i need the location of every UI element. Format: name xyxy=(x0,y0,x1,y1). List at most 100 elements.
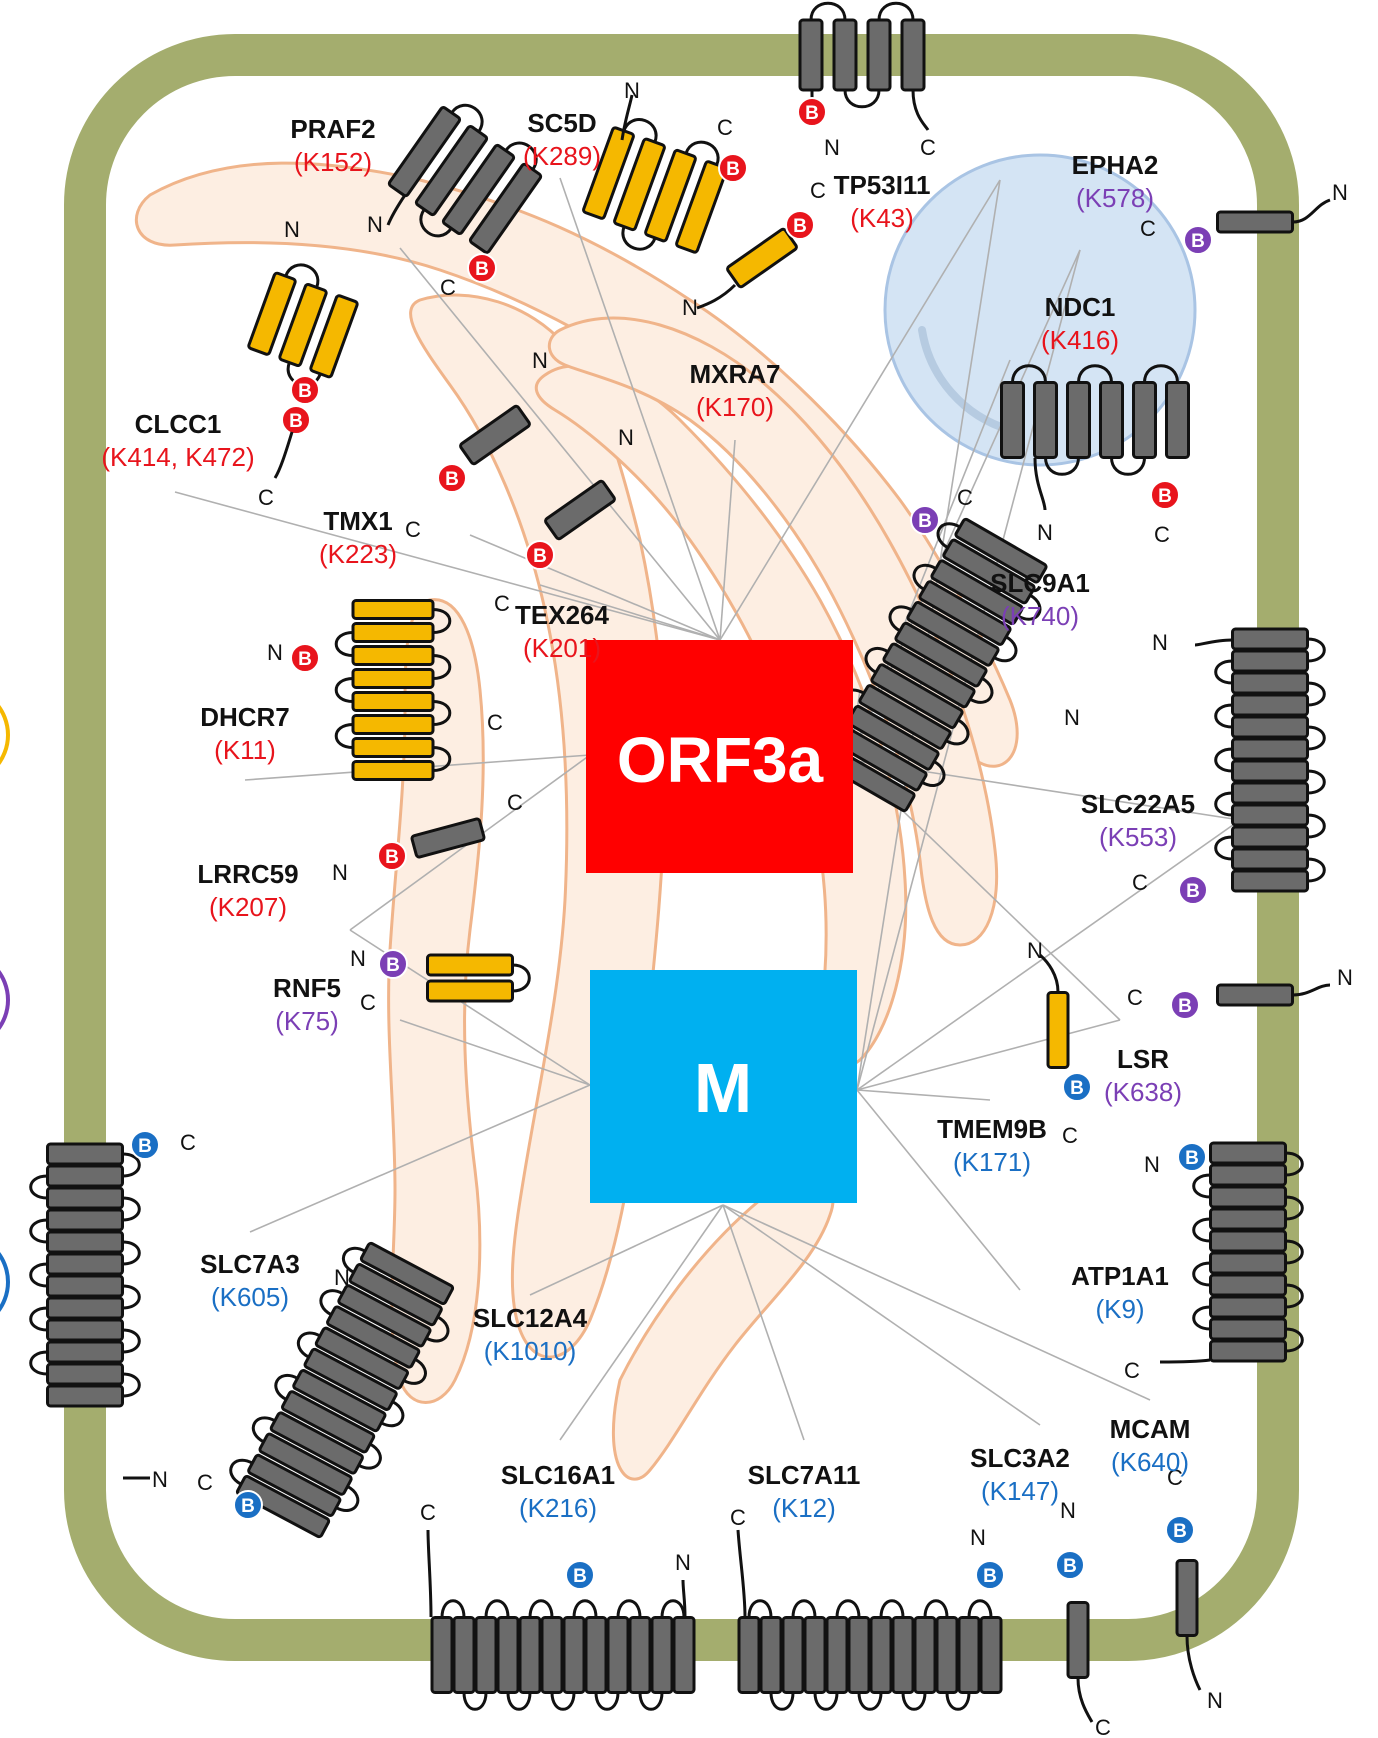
protein-name: PRAF2 xyxy=(290,114,375,144)
er-sheet xyxy=(611,1177,835,1481)
tm-helix xyxy=(351,714,435,735)
tm-helix xyxy=(870,663,964,729)
tm-helix xyxy=(247,1453,342,1517)
m-label: M xyxy=(694,1049,752,1127)
svg-text:B: B xyxy=(1063,1556,1077,1577)
connector-m-slc22a5 xyxy=(856,819,1241,1091)
tm-helix xyxy=(247,271,297,356)
terminus-label: N xyxy=(675,1550,691,1575)
terminus-label: N xyxy=(682,295,698,320)
biotin-tag: B xyxy=(785,210,815,240)
tm-helix xyxy=(348,1263,443,1327)
lysine-site: (K578) xyxy=(1076,183,1154,213)
tm-helix xyxy=(1231,627,1309,651)
tm-helix xyxy=(930,559,1024,626)
connector-orf3a-tex264 xyxy=(539,584,721,641)
protein-name: SLC7A3 xyxy=(200,1249,300,1279)
terminus-label: N xyxy=(1332,180,1348,205)
terminus-label: C xyxy=(258,485,274,510)
slc22a5-glyph: NBC xyxy=(1132,627,1326,905)
protein-name: SC5D xyxy=(527,108,596,138)
praf2-glyph: NBC xyxy=(367,103,543,300)
mcam-label: MCAM(K640) xyxy=(1110,1414,1191,1477)
tm-helix xyxy=(606,1616,630,1694)
sc5d-label: SC5D(K289) xyxy=(523,108,601,171)
tm-helix xyxy=(832,18,858,92)
terminus-label: N xyxy=(1152,630,1168,655)
terminus-label: C xyxy=(810,178,826,203)
tm-helix xyxy=(1231,693,1309,717)
slc12a4-glyph: NBC xyxy=(197,1241,455,1539)
terminus-label: C xyxy=(1132,870,1148,895)
terminus-label: C xyxy=(920,135,936,160)
biotin-tag: B xyxy=(1177,1142,1207,1172)
tm-helix xyxy=(1231,847,1309,871)
terminus-label: N xyxy=(1060,1498,1076,1523)
biotin-tag: B xyxy=(718,153,748,183)
lysine-site: (K216) xyxy=(519,1493,597,1523)
biotin-tag: B xyxy=(975,1560,1005,1590)
tm-helix xyxy=(942,538,1036,605)
orf3a-label: ORF3a xyxy=(617,724,824,796)
tm-helix xyxy=(292,1369,387,1433)
tm-helix xyxy=(562,1616,586,1694)
tm-helix xyxy=(46,1164,124,1188)
connector-m-slc16a1 xyxy=(559,1204,724,1441)
praf2-label: PRAF2(K152) xyxy=(290,114,375,177)
tm-helix xyxy=(46,1362,124,1386)
svg-text:B: B xyxy=(1070,1078,1084,1099)
terminus-label: C xyxy=(494,591,510,616)
tm-helix xyxy=(314,1326,409,1390)
terminus-label: C xyxy=(487,710,503,735)
ndc1-glyph: NBC xyxy=(1000,364,1190,547)
tm-helix xyxy=(1231,781,1309,805)
tm-helix xyxy=(441,143,516,236)
tm-helix xyxy=(644,148,697,243)
svg-text:B: B xyxy=(138,1136,152,1157)
slc7a11-label: SLC7A11(K12) xyxy=(748,1460,861,1523)
tm-helix xyxy=(1231,737,1309,761)
tm-helix xyxy=(1165,381,1190,459)
tm-helix xyxy=(894,621,988,688)
tm-helix xyxy=(46,1318,124,1342)
tm-helix xyxy=(1216,983,1294,1007)
tm-helix xyxy=(426,979,514,1003)
svg-text:B: B xyxy=(573,1566,587,1587)
clcc1-label: CLCC1(K414, K472) xyxy=(101,409,254,472)
slc9a1-glyph: BCN xyxy=(816,485,1080,813)
biotin-tag: B xyxy=(437,463,467,493)
protein-name: TMX1 xyxy=(323,506,392,536)
tm-helix xyxy=(351,599,435,620)
connector-m-lsr xyxy=(856,1019,1121,1091)
tm-helix xyxy=(1099,381,1124,459)
lysine-site: (K605) xyxy=(211,1282,289,1312)
terminus-label: N xyxy=(1037,520,1053,545)
tm-helix xyxy=(737,1616,761,1694)
lysine-site: (K740) xyxy=(1001,601,1079,631)
protein-name: SLC16A1 xyxy=(501,1460,615,1490)
protein-name: SLC9A1 xyxy=(990,568,1090,598)
tm-helix xyxy=(303,1347,398,1411)
connector-m-slc7a3 xyxy=(249,1084,591,1233)
tm-helix xyxy=(452,1616,476,1694)
protein-name: SLC22A5 xyxy=(1081,789,1195,819)
tm-helix xyxy=(906,601,1000,667)
terminus-label: C xyxy=(1095,1715,1111,1738)
tp53i11-er-glyph: BC N xyxy=(682,178,826,320)
tm-helix xyxy=(351,622,435,643)
tm-helix xyxy=(672,1616,696,1694)
tm-helix xyxy=(1231,803,1309,827)
protein-name: SLC12A4 xyxy=(473,1303,588,1333)
tm-helix xyxy=(46,1208,124,1232)
tm-helix xyxy=(979,1616,1003,1694)
rnf5-glyph: BNC xyxy=(350,946,531,1015)
tm-helix xyxy=(46,1252,124,1276)
tm-helix xyxy=(1066,1601,1090,1679)
lysine-site: (K12) xyxy=(772,1493,836,1523)
tm-helix xyxy=(387,106,462,198)
tm-helix xyxy=(891,1616,915,1694)
atp1a1-glyph: BNC xyxy=(1124,1141,1304,1383)
tm-helix xyxy=(410,817,486,859)
